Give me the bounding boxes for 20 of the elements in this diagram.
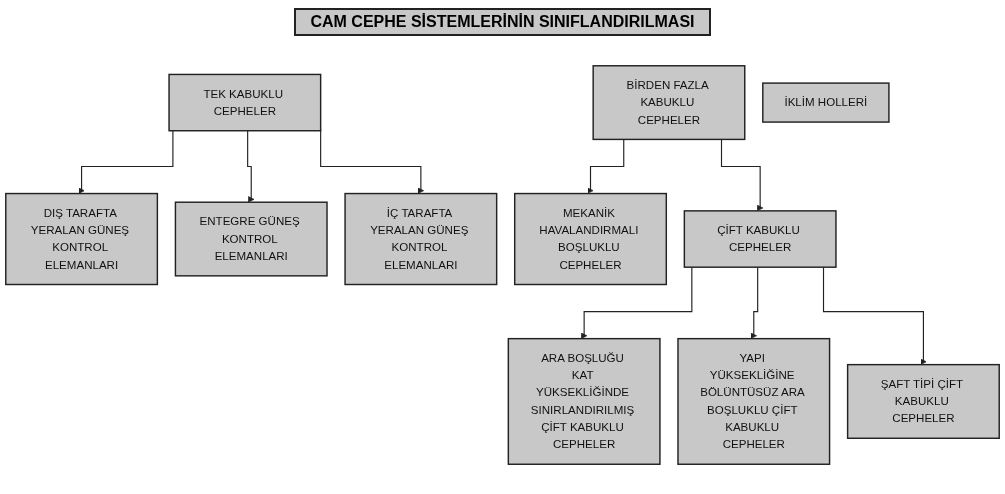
node-box: ARA BOŞLUĞU KAT YÜKSEKLİĞİNDE SINIRLANDIRILMIŞ ÇİFT KABUKLU CEPHELER — [507, 337, 661, 465]
arrow — [247, 130, 255, 203]
diagram-title: CAM CEPHE SİSTEMLERİNİN SINIFLANDIRILMASI — [294, 8, 711, 36]
arrow — [750, 266, 759, 339]
arrow — [587, 138, 625, 194]
arrow — [78, 130, 174, 194]
node-box: YAPI YÜKSEKLİĞİNE BÖLÜNTÜSÜZ ARA BOŞLUKLU ÇİFT KABUKLU CEPHELER — [677, 337, 831, 465]
arrow — [822, 266, 927, 365]
arrow — [580, 266, 693, 339]
node-box: DIŞ TARAFTA YERALAN GÜNEŞ KONTROL ELEMANLARI — [5, 192, 159, 286]
arrow — [720, 138, 764, 212]
node-box: İKLİM HOLLERİ — [762, 82, 890, 123]
arrow — [320, 129, 425, 194]
node-box: TEK KABUKLU CEPHELER — [168, 73, 322, 132]
node-box: ŞAFT TİPİ ÇİFT KABUKLU CEPHELER — [846, 363, 1000, 439]
node-box: ÇİFT KABUKLU CEPHELER — [683, 210, 837, 268]
node-box: ENTEGRE GÜNEŞ KONTROL ELEMANLARI — [174, 201, 328, 277]
node-box: BİRDEN FAZLA KABUKLU CEPHELER — [592, 65, 746, 141]
node-box: MEKANİK HAVALANDIRMALI BOŞLUKLU CEPHELER — [514, 192, 667, 286]
node-box: İÇ TARAFTA YERALAN GÜNEŞ KONTROL ELEMANLARI — [344, 192, 498, 286]
